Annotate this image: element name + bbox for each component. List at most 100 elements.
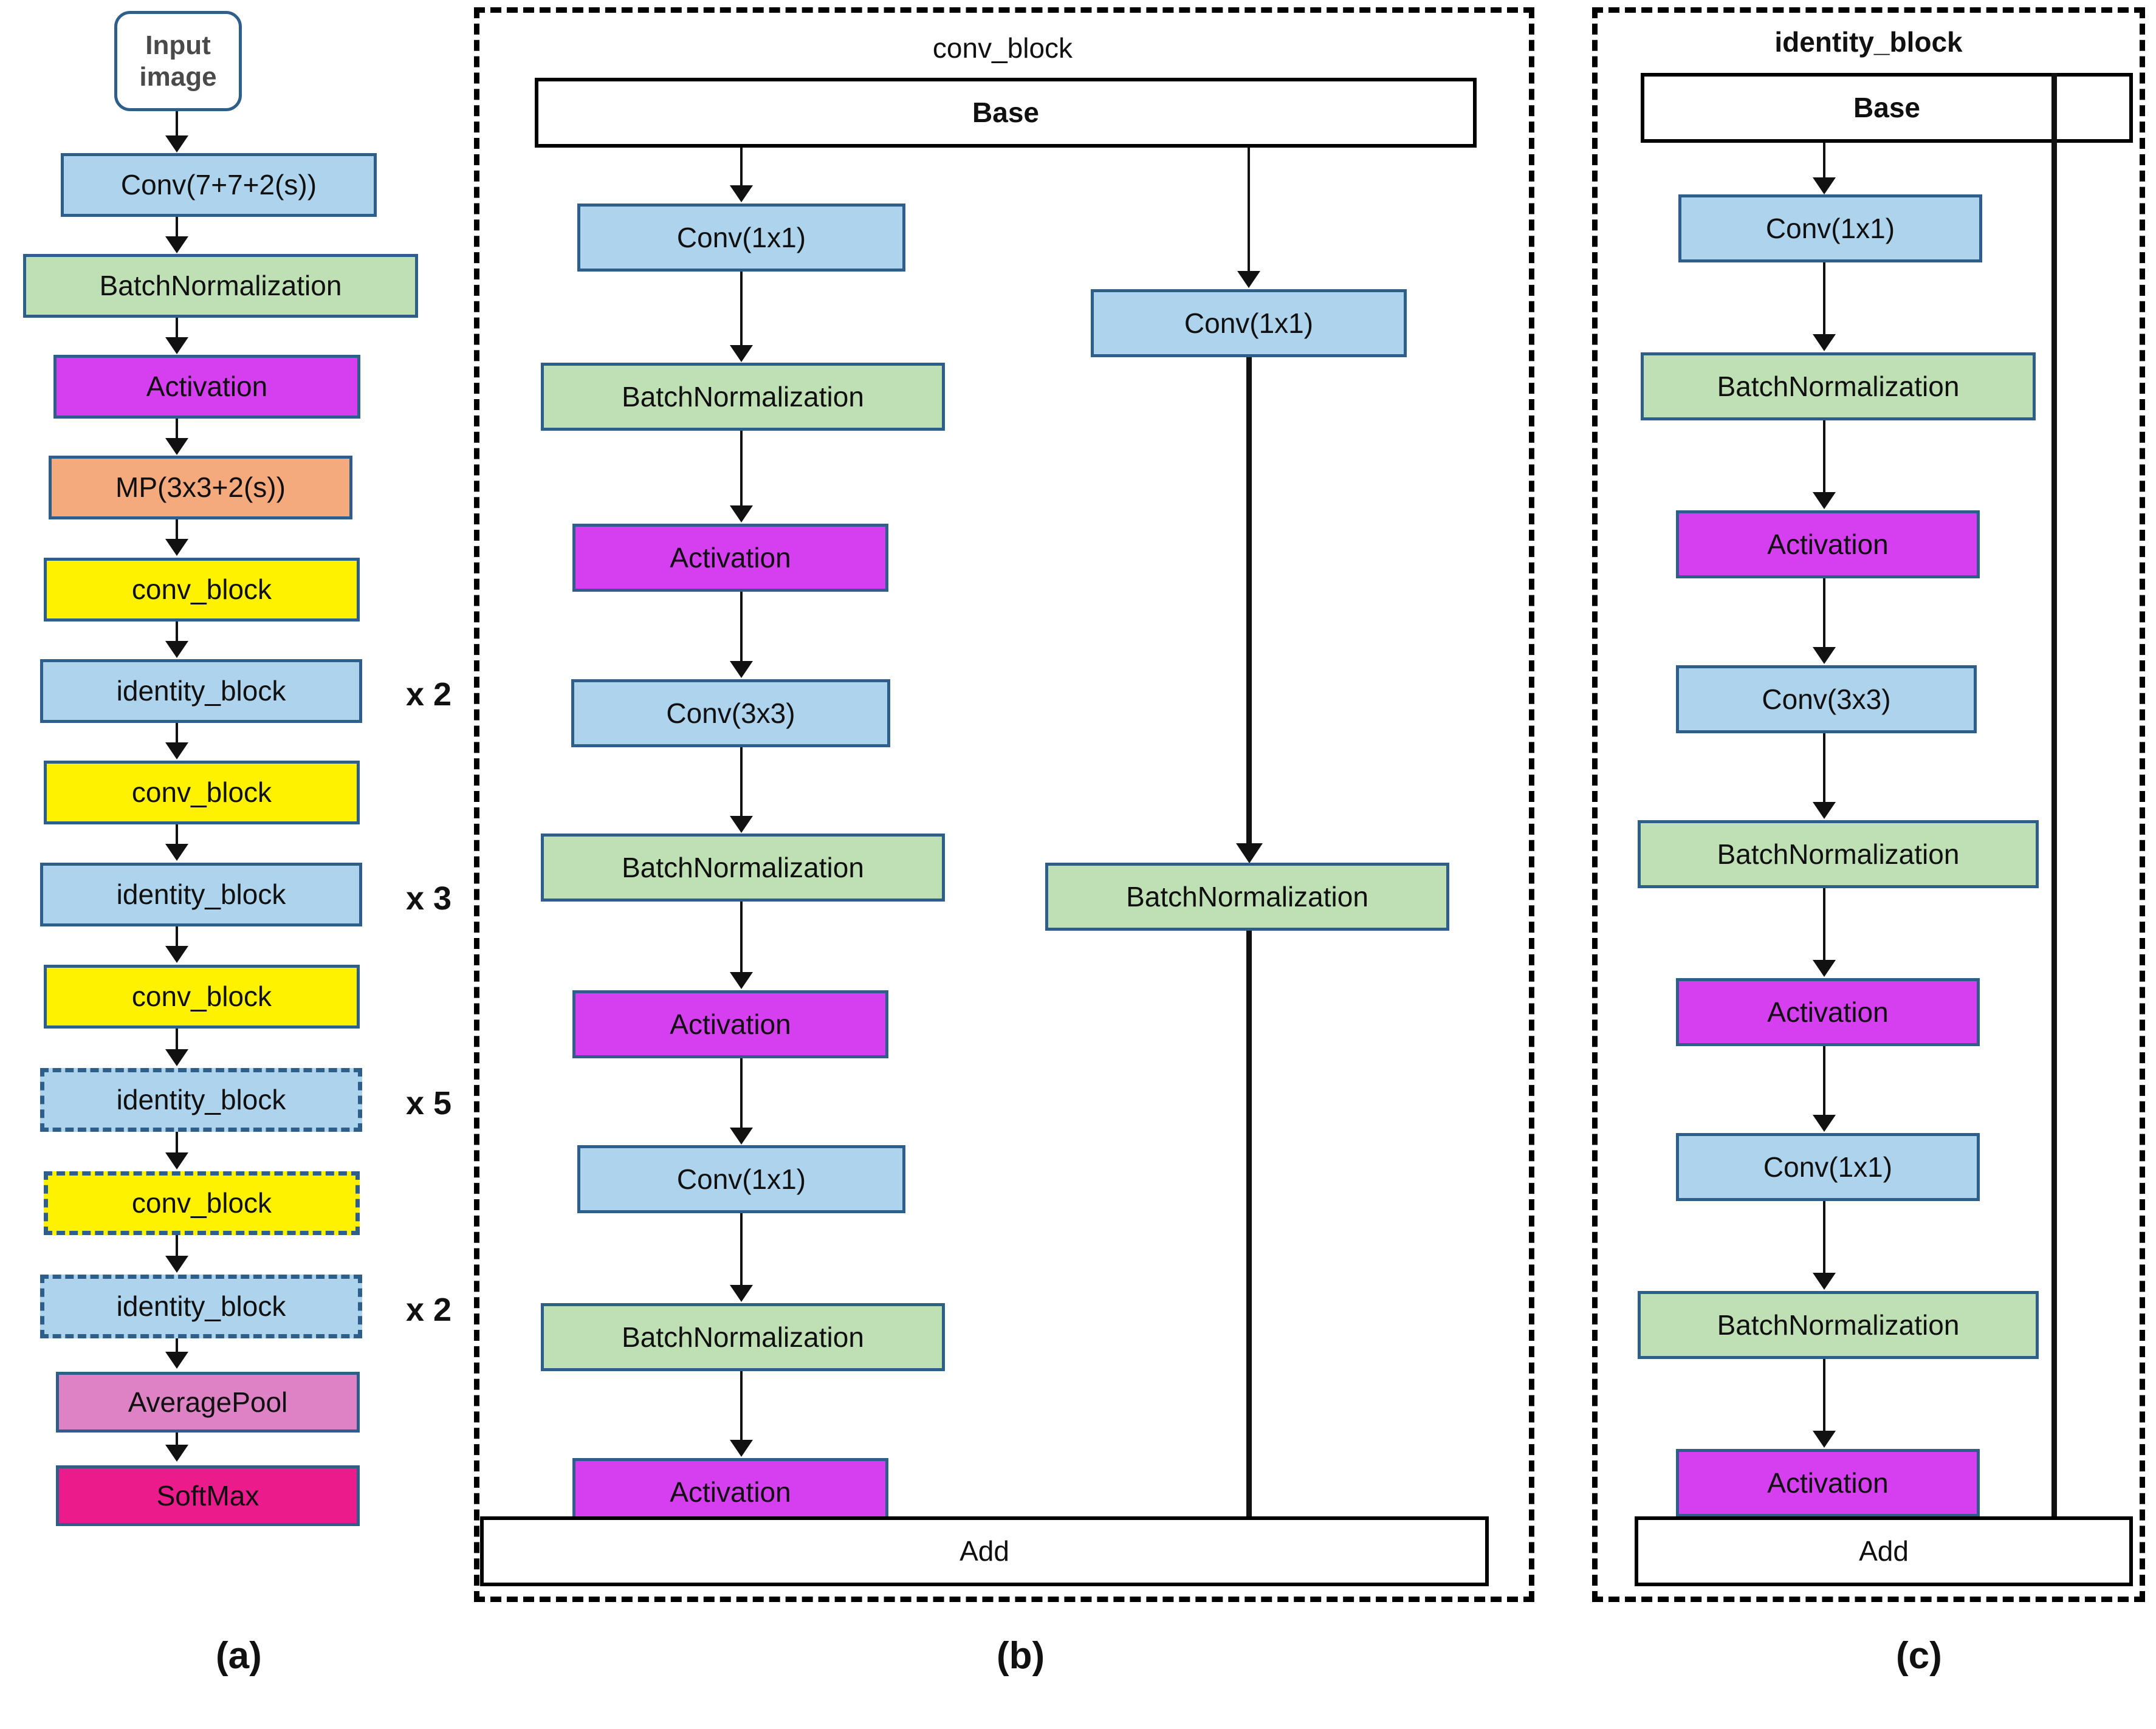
identity-block-panel — [1592, 7, 2145, 1602]
node-label: Add — [960, 1535, 1009, 1567]
skip-connection-line — [2051, 73, 2057, 1552]
node-identity-block-3: identity_block — [40, 1068, 362, 1132]
caption-b: (b) — [997, 1635, 1045, 1677]
node-c-activation-2: Activation — [1676, 978, 1980, 1046]
node-label: conv_block — [131, 1187, 272, 1219]
arrow-head — [730, 661, 753, 678]
node-label: Activation — [670, 1008, 791, 1040]
arrow-head — [165, 539, 188, 556]
node-label: Conv(3x3) — [1762, 683, 1891, 715]
arrow-head — [730, 185, 753, 202]
arrow-line — [740, 272, 743, 349]
arrow-line — [740, 747, 743, 820]
arrow-head — [165, 135, 188, 152]
node-softmax: SoftMax — [56, 1465, 360, 1526]
node-conv-block-4: conv_block — [44, 1171, 360, 1235]
arrow-line — [176, 1029, 178, 1054]
node-label: identity_block — [116, 675, 286, 707]
arrow-head — [730, 505, 753, 522]
arrow-head — [730, 345, 753, 362]
node-conv-7-7-2s: Conv(7+7+2(s)) — [61, 153, 377, 217]
node-label: Activation — [1767, 996, 1889, 1028]
node-label: Conv(1x1) — [1765, 212, 1895, 244]
node-conv-block-2: conv_block — [44, 761, 360, 824]
node-label: conv_block — [131, 981, 272, 1013]
node-b-shortcut-conv-1x1: Conv(1x1) — [1091, 289, 1407, 357]
arrow-line — [176, 824, 178, 849]
node-b-batchnorm-1: BatchNormalization — [541, 363, 945, 431]
shortcut-line — [1246, 357, 1252, 848]
arrow-line — [176, 111, 178, 140]
node-base-b: Base — [535, 78, 1477, 148]
node-identity-block-4: identity_block — [40, 1275, 362, 1338]
arrow-head — [165, 236, 188, 253]
node-b-shortcut-batchnorm: BatchNormalization — [1045, 863, 1449, 931]
arrow-head — [165, 844, 188, 861]
node-b-conv-1x1-a: Conv(1x1) — [577, 204, 905, 272]
arrow-head — [730, 1128, 753, 1145]
node-label: conv_block — [131, 776, 272, 809]
node-c-batchnorm-1: BatchNormalization — [1641, 352, 2036, 420]
arrow-line — [176, 318, 178, 342]
arrow-head — [730, 972, 753, 989]
node-conv-block-3: conv_block — [44, 965, 360, 1029]
arrow-head — [165, 337, 188, 354]
node-label: identity_block — [116, 1290, 286, 1323]
repeat-count-3: x 5 — [406, 1085, 452, 1121]
arrow-head — [165, 1152, 188, 1169]
node-b-activation-3: Activation — [572, 1458, 888, 1526]
arrow-line — [176, 217, 178, 241]
node-conv-block-1: conv_block — [44, 558, 360, 621]
arrow-line — [1823, 733, 1825, 806]
node-label: Activation — [670, 541, 791, 573]
arrow-line — [176, 926, 178, 951]
arrow-head — [165, 742, 188, 759]
arrow-head — [1813, 647, 1836, 664]
arrow-head — [1237, 271, 1260, 288]
node-label: Activation — [670, 1476, 791, 1508]
arrow-head — [165, 1445, 188, 1462]
arrow-head — [165, 1352, 188, 1369]
node-label: Conv(1x1) — [1184, 307, 1314, 339]
node-label: SoftMax — [156, 1479, 259, 1512]
arrow-head — [730, 816, 753, 833]
arrow-line — [176, 1132, 178, 1157]
shortcut-line — [1246, 931, 1252, 1552]
node-b-activation-1: Activation — [572, 524, 888, 592]
arrow-head — [1813, 334, 1836, 351]
node-label: Add — [1859, 1535, 1909, 1567]
node-batchnormalization-1: BatchNormalization — [23, 254, 418, 318]
arrow-line — [176, 519, 178, 544]
node-c-batchnorm-3: BatchNormalization — [1638, 1291, 2039, 1359]
node-identity-block-2: identity_block — [40, 863, 362, 926]
caption-c: (c) — [1896, 1635, 1942, 1677]
node-averagepool: AveragePool — [56, 1372, 360, 1433]
node-c-conv-3x3: Conv(3x3) — [1676, 665, 1977, 733]
node-label: Base — [972, 97, 1039, 129]
arrow-head — [1813, 1115, 1836, 1132]
node-b-batchnorm-3: BatchNormalization — [541, 1303, 945, 1371]
arrow-line — [1823, 1046, 1825, 1119]
arrow-line — [176, 621, 178, 646]
arrow-line — [176, 723, 178, 747]
node-activation-1: Activation — [53, 355, 360, 419]
arrow-line — [176, 1235, 178, 1261]
node-label: Activation — [1767, 1467, 1889, 1499]
node-label: Activation — [1767, 528, 1889, 560]
arrow-head — [165, 946, 188, 963]
node-label: BatchNormalization — [622, 851, 864, 883]
node-label: BatchNormalization — [1717, 838, 1960, 870]
node-label: Conv(1x1) — [676, 1163, 806, 1195]
node-label: Conv(1x1) — [676, 221, 806, 253]
node-label: Conv(7+7+2(s)) — [120, 169, 317, 201]
node-label: BatchNormalization — [622, 380, 864, 413]
arrow-line — [1823, 578, 1825, 651]
repeat-count-2: x 3 — [406, 880, 452, 917]
arrow-line — [740, 1058, 743, 1131]
node-label: BatchNormalization — [622, 1321, 864, 1353]
node-label: BatchNormalization — [1717, 1309, 1960, 1341]
node-base-c: Base — [1641, 73, 2133, 143]
